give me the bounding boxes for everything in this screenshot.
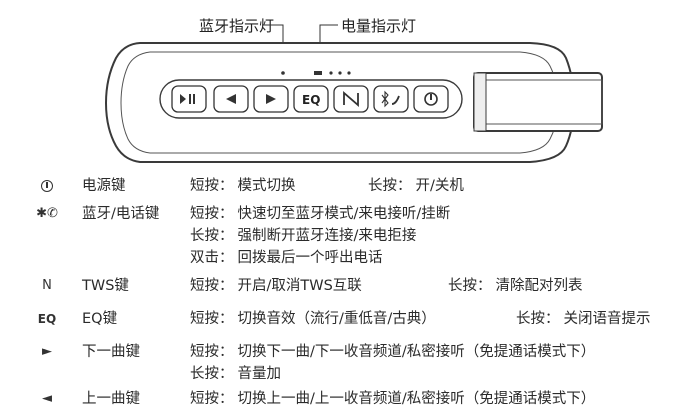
long-press: 长按：关闭语音提示 — [516, 308, 651, 330]
key-name: EQ键 — [82, 311, 118, 327]
speaker-diagram: 蓝牙指示灯 电量指示灯 EQ — [104, 17, 603, 163]
battery-dot-2 — [338, 71, 342, 75]
eq-label: EQ — [302, 93, 320, 107]
power-button[interactable] — [413, 85, 449, 113]
short-press-text: 切换上一曲/上一收音频道/私密接听（免提通话模式下） — [237, 391, 596, 407]
short-press-label: 短按： — [190, 278, 234, 294]
double-click: 双击：回拨最后一个呼出电话 — [190, 247, 383, 269]
long-press-text: 关闭语音提示 — [563, 311, 651, 327]
strap — [473, 72, 603, 132]
short-press-label: 短按： — [190, 391, 234, 407]
eq-button[interactable]: EQ — [293, 85, 329, 113]
short-press-label: 短按： — [190, 311, 234, 327]
battery-dot-1 — [329, 71, 333, 75]
bluetooth-phone-icon: ✱✆ — [36, 206, 58, 221]
short-press-text: 切换下一曲/下一收音频道/私密接听（免提通话模式下） — [237, 344, 596, 360]
previous-icon — [226, 94, 236, 104]
tws-icon: N — [42, 278, 52, 293]
long-press: 长按：开/关机 — [368, 175, 464, 197]
next-button[interactable] — [253, 85, 289, 113]
short-press-text: 切换音效（流行/重低音/古典） — [237, 311, 436, 327]
long-press: 长按：音量加 — [190, 363, 281, 385]
eq-icon: EQ — [37, 312, 57, 326]
short-press: 短按：切换下一曲/下一收音频道/私密接听（免提通话模式下） — [190, 341, 595, 363]
key-name: 蓝牙/电话键 — [82, 206, 160, 222]
previous-icon: ◄ — [42, 391, 52, 406]
short-press-label: 短按： — [190, 206, 234, 222]
long-press-text: 开/关机 — [415, 178, 464, 194]
battery-indicator-callout: 电量指示灯 — [341, 17, 416, 35]
long-press-text: 清除配对列表 — [495, 278, 583, 294]
short-press-text: 开启/取消TWS互联 — [237, 278, 362, 294]
bluetooth-phone-button[interactable] — [373, 85, 409, 113]
double-click-text: 回拨最后一个呼出电话 — [237, 250, 383, 266]
bluetooth-indicator-callout: 蓝牙指示灯 — [199, 17, 274, 35]
long-press: 长按：清除配对列表 — [448, 275, 583, 297]
bluetooth-icon — [381, 90, 389, 108]
short-press-label: 短按： — [190, 344, 234, 360]
play-icon — [180, 94, 186, 104]
tws-button[interactable] — [333, 85, 369, 113]
short-press-text: 模式切换 — [237, 178, 296, 194]
next-icon — [266, 94, 276, 104]
long-press-text: 音量加 — [237, 366, 282, 382]
key-name: TWS键 — [82, 278, 129, 294]
double-click-label: 双击： — [190, 250, 234, 266]
key-name: 电源键 — [82, 178, 126, 194]
power-icon — [36, 175, 58, 197]
battery-dot-3 — [347, 71, 351, 75]
pause-icon — [189, 94, 191, 104]
long-press-label: 长按： — [190, 228, 234, 244]
long-press-label: 长按： — [190, 366, 234, 382]
next-icon: ► — [42, 344, 52, 359]
battery-indicator-light — [314, 71, 322, 75]
short-press-label: 短按： — [190, 178, 234, 194]
short-press-text: 快速切至蓝牙模式/来电接听/挂断 — [237, 206, 451, 222]
tws-icon — [343, 91, 359, 107]
short-press: 短按：快速切至蓝牙模式/来电接听/挂断 — [190, 203, 450, 225]
key-name: 下一曲键 — [82, 344, 140, 360]
long-press-label: 长按： — [448, 278, 492, 294]
bluetooth-indicator-light — [281, 71, 285, 75]
power-icon — [424, 92, 438, 106]
play-pause-button[interactable] — [171, 85, 207, 113]
short-press: 短按：模式切换 — [190, 175, 296, 197]
long-press-text: 强制断开蓝牙连接/来电拒接 — [237, 228, 417, 244]
short-press: 短按：切换音效（流行/重低音/古典） — [190, 308, 436, 330]
long-press-label: 长按： — [516, 311, 560, 327]
phone-icon — [391, 95, 400, 105]
strap-buckle — [473, 72, 487, 132]
key-name: 上一曲键 — [82, 391, 140, 407]
short-press: 短按：开启/取消TWS互联 — [190, 275, 362, 297]
long-press-label: 长按： — [368, 178, 412, 194]
previous-button[interactable] — [213, 85, 249, 113]
short-press: 短按：切换上一曲/上一收音频道/私密接听（免提通话模式下） — [190, 388, 595, 410]
long-press: 长按：强制断开蓝牙连接/来电拒接 — [190, 225, 416, 247]
